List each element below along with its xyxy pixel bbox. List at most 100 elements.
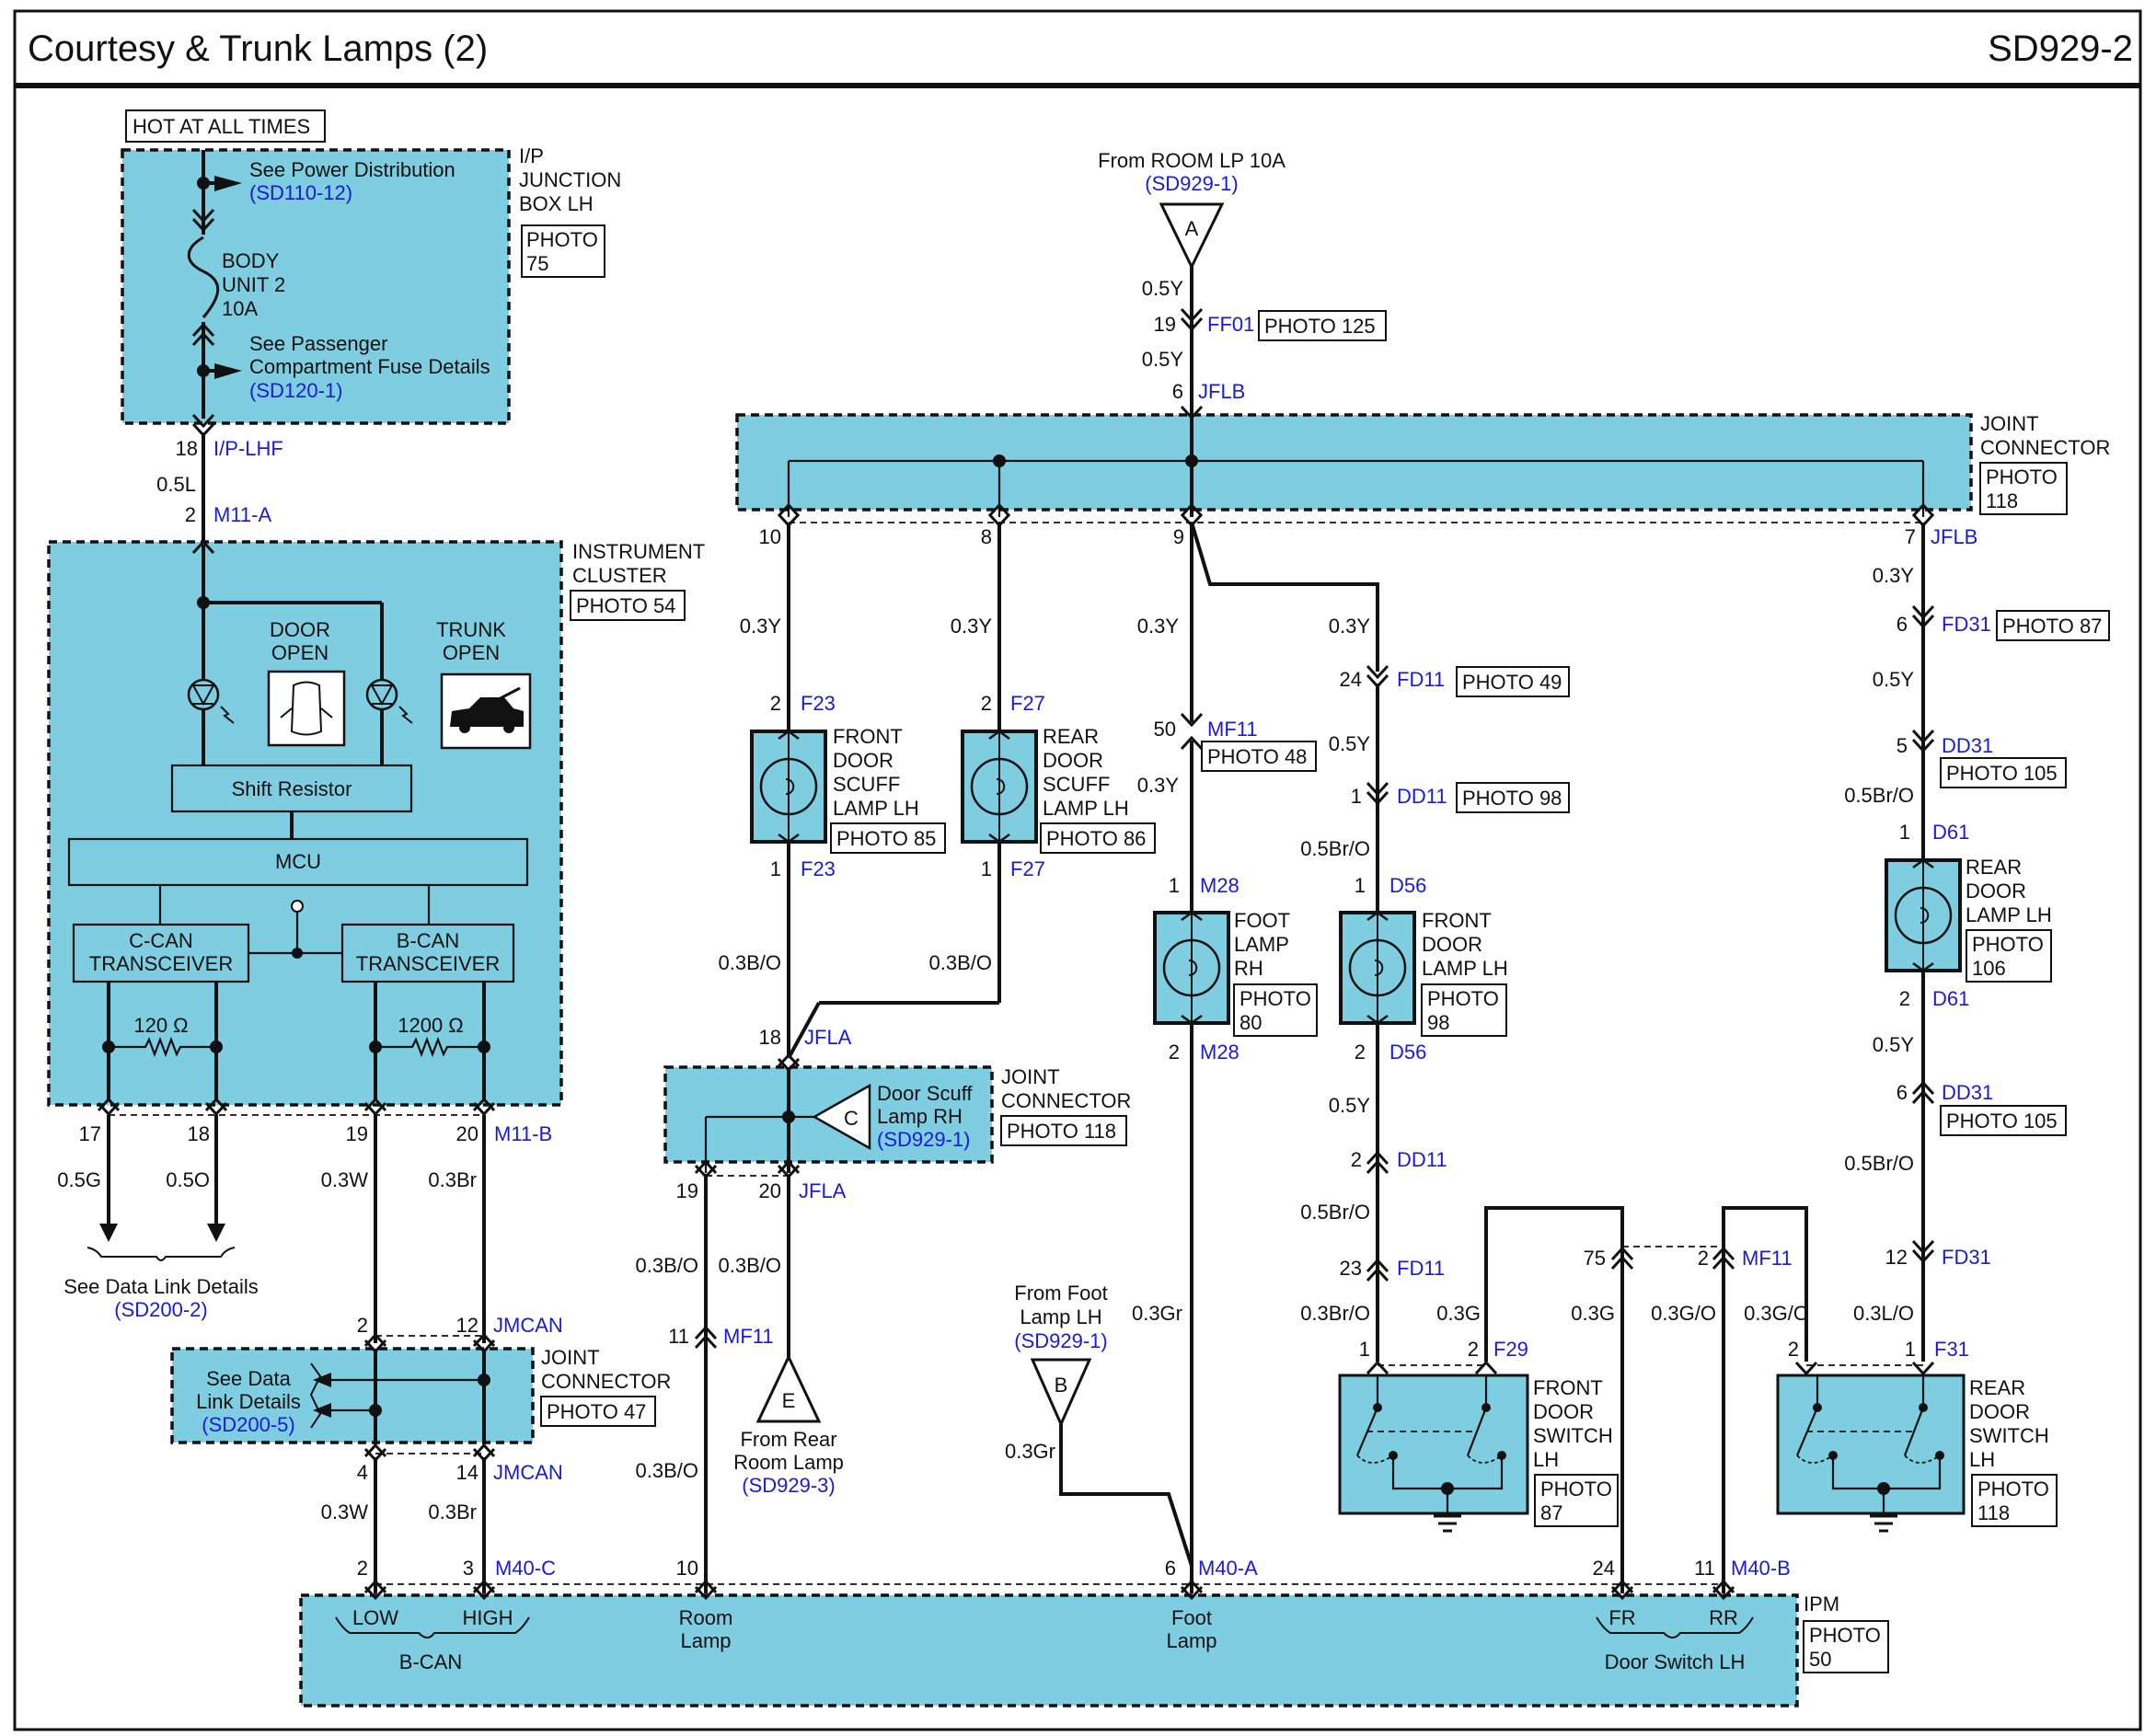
m28-name-2: LAMP — [1234, 933, 1289, 956]
fuse-label-1: BODY — [222, 249, 280, 272]
photo-105: PHOTO 105 — [1946, 762, 2058, 785]
door-led-icon — [187, 678, 220, 711]
offpage-connector-e — [755, 1353, 822, 1423]
fuse-label-3: 10A — [222, 297, 258, 320]
f27-conn-2: F27 — [1010, 857, 1045, 880]
wire-03br-b: 0.3Br — [428, 1500, 477, 1523]
jmcan-pin-12: 12 — [456, 1314, 478, 1337]
see-data-link: See Data Link Details — [63, 1275, 259, 1298]
ipm-pin-2: 2 — [357, 1557, 368, 1580]
m28-conn: M28 — [1200, 874, 1239, 897]
d56-photo-1: PHOTO — [1427, 987, 1499, 1010]
f23-wire: 0.3Y — [740, 615, 782, 638]
mf11-pin-2: 2 — [1698, 1247, 1709, 1270]
jflb-pin-10: 10 — [759, 525, 781, 548]
d56-pin-1: 1 — [1355, 874, 1366, 897]
d61-wire: 0.3Y — [1873, 564, 1915, 587]
cluster-name-2: CLUSTER — [572, 564, 667, 587]
jfla-conn-bottom: JFLA — [799, 1179, 847, 1202]
from-rear-1: From Rear — [740, 1428, 836, 1451]
jfla-pin-18: 18 — [759, 1026, 781, 1049]
from-rear-ref[interactable]: (SD929-3) — [742, 1474, 835, 1497]
pin-19: 19 — [346, 1122, 368, 1145]
see-data-link-ref[interactable]: (SD200-2) — [114, 1298, 207, 1321]
m28-name-1: FOOT — [1234, 909, 1290, 932]
see-power-ref[interactable]: (SD110-12) — [249, 181, 352, 204]
front-door-lamp-lh: 0.3Y 24 FD11 PHOTO 49 0.5Y 1 DD11 PHOTO … — [1190, 522, 1624, 1593]
connector-fd11-b: FD11 — [1397, 1257, 1445, 1280]
foot-lamp-lh-feed: From Foot Lamp LH (SD929-1) B 0.3Gr — [1005, 1282, 1193, 1567]
rear-door-lamp-lh: 0.3Y 6 FD31 PHOTO 87 0.5Y 5 DD31 PHOTO 1… — [1744, 523, 2110, 1533]
see-passenger-1: See Passenger — [249, 332, 387, 355]
d61-wire-5: 0.5Br/O — [1844, 1152, 1914, 1175]
connector-dd31: DD31 — [1942, 734, 1993, 757]
jfla-conn-top: JFLA — [804, 1026, 852, 1049]
connector-mf11-b: MF11 — [1207, 718, 1258, 741]
f27-wire-2: 0.3B/O — [929, 951, 992, 974]
cluster-name-1: INSTRUMENT — [572, 540, 705, 563]
jfla-pin-19: 19 — [676, 1179, 698, 1202]
m28-name-3: RH — [1234, 957, 1263, 980]
f31-name-4: LH — [1969, 1448, 1995, 1471]
trunk-led-icon — [365, 678, 398, 711]
f29-name-1: FRONT — [1533, 1376, 1603, 1399]
door-scuff-ref[interactable]: (SD929-1) — [877, 1128, 970, 1151]
from-foot-ref[interactable]: (SD929-1) — [1014, 1329, 1107, 1352]
connector-dd11-b: DD11 — [1397, 1148, 1447, 1171]
jmcan-conn-bottom: JMCAN — [493, 1461, 563, 1484]
wire-03br: 0.3Br — [428, 1168, 477, 1191]
jmcan-pin-14: 14 — [456, 1461, 478, 1484]
mf11-wire-go: 0.3G/O — [1651, 1302, 1716, 1325]
f29-pin-1: 1 — [1359, 1338, 1370, 1361]
f23-conn: F23 — [801, 692, 836, 715]
see-passenger-ref[interactable]: (SD120-1) — [249, 379, 342, 402]
shift-resistor: Shift Resistor — [232, 777, 352, 800]
ipm-room-1: Room — [679, 1606, 733, 1629]
resistor-120-icon — [109, 1036, 216, 1058]
f27-conn: F27 — [1010, 692, 1045, 715]
ipm-fr: FR — [1608, 1606, 1635, 1629]
d61-name-1: REAR — [1966, 856, 2022, 879]
m11b-connector: 17 18 19 20 M11-B — [79, 1098, 552, 1145]
rear-door-scuff-lamp-lh: 0.3Y 2 F27 REAR DOOR SCUFF LAMP LH PHOTO… — [787, 523, 1156, 1059]
f23-name-4: LAMP LH — [833, 797, 919, 820]
f27-pin-2: 2 — [981, 692, 992, 715]
mf11-pin-50: 50 — [1154, 718, 1176, 741]
pin-2: 2 — [185, 503, 196, 526]
from-room-lp: From ROOM LP 10A — [1098, 149, 1286, 172]
door-scuff-2: Lamp RH — [877, 1105, 963, 1128]
from-room-lp-ref[interactable]: (SD929-1) — [1145, 172, 1238, 195]
door-scuff-1: Door Scuff — [877, 1082, 973, 1105]
f31-name-3: SWITCH — [1969, 1424, 2049, 1447]
offpage-connector-b — [1030, 1358, 1092, 1428]
jmcan-see-1: See Data — [206, 1367, 291, 1390]
ipm-pin-6: 6 — [1165, 1557, 1176, 1580]
d56-pin-2: 2 — [1355, 1040, 1366, 1063]
connector-jflb-bottom: JFLB — [1931, 525, 1977, 548]
mcu-label: MCU — [275, 850, 321, 873]
connector-fd31: FD31 — [1942, 613, 1991, 636]
f29-name-2: DOOR — [1533, 1400, 1594, 1423]
ipm-pin-3: 3 — [463, 1557, 474, 1580]
wire-room-lamp: 0.3B/O — [636, 1459, 698, 1482]
fd11-pin-24: 24 — [1340, 668, 1362, 691]
r1-label: 120 Ω — [133, 1014, 188, 1037]
mf11-pin-75: 75 — [1584, 1247, 1606, 1270]
ipm-module: 2 3 M40-C 10 6 M40-A 24 11 M40-B LOW HIG… — [299, 1557, 1889, 1707]
ipm-foot-1: Foot — [1171, 1606, 1212, 1629]
m28-conn-2: M28 — [1200, 1040, 1239, 1063]
jfla-name-1: JOINT — [1001, 1065, 1060, 1088]
pin-20: 20 — [456, 1122, 478, 1145]
jflb-name-2: CONNECTOR — [1980, 436, 2110, 459]
dd31-pin-6: 6 — [1897, 1081, 1908, 1104]
d61-wire-4: 0.5Y — [1873, 1033, 1915, 1056]
jmcan-see-ref[interactable]: (SD200-5) — [202, 1413, 294, 1436]
foot-lamp-rh: 0.3Y 50 MF11 PHOTO 48 0.3Y 1 M28 FOOT LA… — [1132, 523, 1318, 1593]
ipm-high: HIGH — [463, 1606, 513, 1629]
f31-pin-2: 2 — [1788, 1338, 1799, 1361]
foot-lh-wire: 0.3Gr — [1005, 1440, 1055, 1463]
f23-pin-1: 1 — [770, 857, 781, 880]
f31-photo-2: 118 — [1977, 1501, 2010, 1524]
ipm-foot-2: Lamp — [1166, 1629, 1216, 1652]
connector-m40c: M40-C — [495, 1557, 556, 1580]
